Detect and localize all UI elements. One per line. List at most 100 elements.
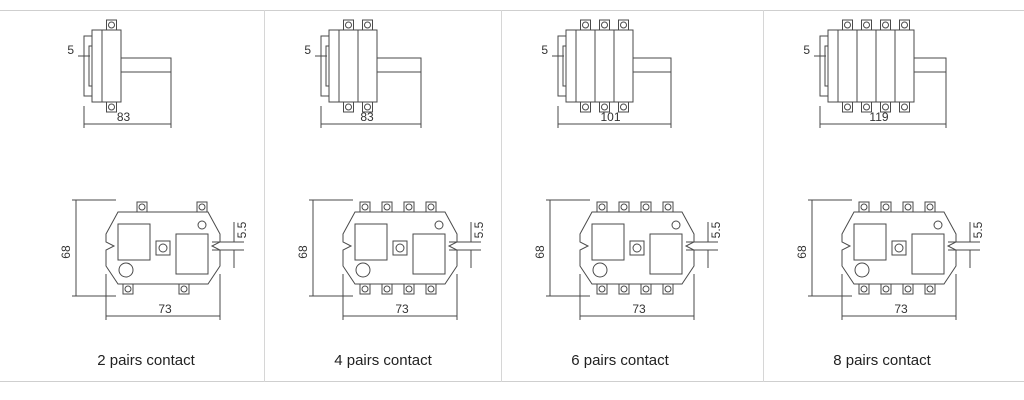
front-terminal-top bbox=[902, 201, 914, 213]
terminal-screw-top-head bbox=[582, 21, 589, 29]
terminal-screw-top bbox=[899, 19, 910, 31]
bottom-rule bbox=[0, 381, 1024, 382]
shaft-center bbox=[894, 243, 904, 253]
front-terminal-bottom-head bbox=[882, 285, 890, 293]
front-terminal-top-head bbox=[904, 203, 912, 211]
terminal-screw-top-head bbox=[882, 21, 889, 29]
width-dim-label: 73 bbox=[395, 302, 409, 316]
offset-dim-label: 5 bbox=[67, 43, 74, 57]
front-terminal-bottom bbox=[924, 283, 936, 295]
terminal-screw-bottom-head bbox=[844, 103, 851, 111]
offset-dim-label: 5 bbox=[541, 43, 548, 57]
terminal-screw-bottom-head bbox=[601, 103, 608, 111]
right-window bbox=[911, 233, 945, 275]
terminal-screw-top-head bbox=[901, 21, 908, 29]
front-terminal-bottom bbox=[880, 283, 892, 295]
indicator-hole bbox=[197, 220, 207, 230]
terminal-screw-top bbox=[880, 19, 891, 31]
front-terminal-top bbox=[880, 201, 892, 213]
terminal-screw-top-head bbox=[108, 21, 115, 29]
terminal-screw-bottom bbox=[343, 101, 354, 113]
left-window bbox=[853, 223, 887, 261]
front-terminal-top bbox=[136, 201, 148, 213]
front-terminal-bottom-head bbox=[180, 285, 188, 293]
front-terminal-top-head bbox=[926, 203, 934, 211]
right-window bbox=[412, 233, 446, 275]
terminal-screw-bottom bbox=[861, 101, 872, 113]
front-terminal-top bbox=[196, 201, 208, 213]
terminal-screw-bottom bbox=[580, 101, 591, 113]
front-terminal-bottom bbox=[662, 283, 674, 295]
terminal-screw-bottom-head bbox=[620, 103, 627, 111]
front-terminal-top bbox=[381, 201, 393, 213]
slot-dim-label: 5.5 bbox=[709, 221, 723, 238]
front-terminal-bottom bbox=[596, 283, 608, 295]
front-terminal-bottom bbox=[858, 283, 870, 295]
front-terminal-bottom bbox=[640, 283, 652, 295]
terminal-screw-bottom bbox=[599, 101, 610, 113]
switch-body bbox=[91, 29, 122, 103]
front-terminal-bottom-head bbox=[383, 285, 391, 293]
shaft-center bbox=[158, 243, 168, 253]
indicator-hole bbox=[671, 220, 681, 230]
mount-hole bbox=[118, 262, 134, 278]
mount-hole bbox=[592, 262, 608, 278]
front-terminal-bottom-head bbox=[642, 285, 650, 293]
shaft-center bbox=[395, 243, 405, 253]
length-dim-label: 101 bbox=[600, 110, 620, 124]
left-window bbox=[591, 223, 625, 261]
left-window bbox=[117, 223, 151, 261]
front-terminal-bottom-head bbox=[664, 285, 672, 293]
width-dim-label: 73 bbox=[158, 302, 172, 316]
indicator-hole bbox=[933, 220, 943, 230]
terminal-screw-bottom bbox=[618, 101, 629, 113]
terminal-screw-top-head bbox=[601, 21, 608, 29]
terminal-screw-top bbox=[842, 19, 853, 31]
front-terminal-top-head bbox=[361, 203, 369, 211]
terminal-screw-bottom bbox=[362, 101, 373, 113]
front-terminal-bottom bbox=[122, 283, 134, 295]
front-terminal-top bbox=[425, 201, 437, 213]
slot-dim-label: 5.5 bbox=[235, 221, 249, 238]
switch-body bbox=[565, 29, 634, 103]
front-terminal-top bbox=[924, 201, 936, 213]
right-window bbox=[175, 233, 209, 275]
terminal-screw-top-head bbox=[345, 21, 352, 29]
front-terminal-bottom-head bbox=[860, 285, 868, 293]
terminal-screw-bottom bbox=[842, 101, 853, 113]
side-view: 5 101 bbox=[541, 19, 672, 128]
shaft bbox=[376, 57, 422, 73]
front-terminal-bottom bbox=[425, 283, 437, 295]
front-terminal-bottom-head bbox=[405, 285, 413, 293]
front-terminal-top bbox=[662, 201, 674, 213]
side-view: 583 bbox=[67, 19, 172, 128]
front-terminal-top-head bbox=[405, 203, 413, 211]
front-terminal-bottom bbox=[178, 283, 190, 295]
top-rule bbox=[0, 10, 1024, 11]
height-dim-label: 68 bbox=[795, 245, 809, 259]
mount-hole bbox=[355, 262, 371, 278]
terminal-screw-bottom-head bbox=[882, 103, 889, 111]
front-terminal-top-head bbox=[427, 203, 435, 211]
shaft-center bbox=[632, 243, 642, 253]
front-terminal-bottom bbox=[359, 283, 371, 295]
front-terminal-top bbox=[640, 201, 652, 213]
front-terminal-bottom bbox=[618, 283, 630, 295]
front-terminal-bottom bbox=[403, 283, 415, 295]
terminal-screw-bottom-head bbox=[582, 103, 589, 111]
front-terminal-top-head bbox=[138, 203, 146, 211]
front-terminal-bottom bbox=[381, 283, 393, 295]
front-terminal-bottom-head bbox=[124, 285, 132, 293]
terminal-screw-top bbox=[861, 19, 872, 31]
terminal-screw-bottom-head bbox=[364, 103, 371, 111]
panel-separator bbox=[763, 10, 764, 382]
terminal-screw-top-head bbox=[620, 21, 627, 29]
slot-dim-label: 5.5 bbox=[472, 221, 486, 238]
